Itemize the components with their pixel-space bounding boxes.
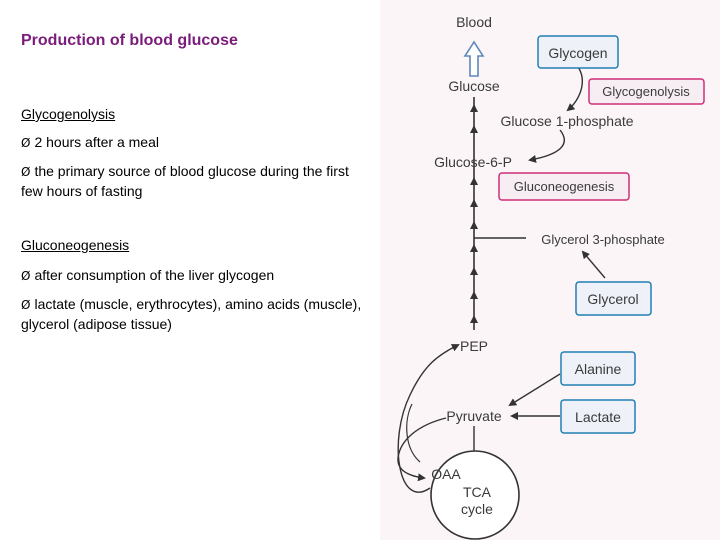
- up-arrowhead: [470, 244, 478, 252]
- cycle-label: cycle: [461, 501, 493, 517]
- glycogen-box: [537, 35, 619, 69]
- tca-label: TCA: [463, 484, 492, 500]
- glycogenolysis-label: Glycogenolysis: [602, 84, 690, 99]
- oaa-label: OAA: [431, 466, 461, 482]
- up-arrowhead: [470, 104, 478, 112]
- glycogenolysis-box: [588, 78, 705, 105]
- glycerol-label: Glycerol: [587, 291, 638, 307]
- heading-gluconeogenesis: Gluconeogenesis: [21, 237, 130, 253]
- bullet-arrow-icon: Ø: [21, 269, 31, 283]
- pep-label: PEP: [460, 338, 488, 354]
- oaa-to-pep-arrow: [397, 344, 460, 493]
- up-arrowhead: [470, 177, 478, 185]
- slide-title: Production of blood glucose: [21, 32, 238, 49]
- gluconeogenesis-label: Gluconeogenesis: [514, 179, 615, 194]
- gluconeogenesis-box: [498, 172, 630, 201]
- glucose-6-p-label: Glucose-6-P: [434, 154, 512, 170]
- glycerol-box: [575, 281, 652, 316]
- alanine-arrow: [508, 373, 561, 407]
- lactate-box: [560, 399, 636, 434]
- up-arrowhead: [470, 221, 478, 229]
- pyruvate-label: Pyruvate: [446, 408, 501, 424]
- blood-export-arrow: [463, 40, 485, 77]
- mitochondrial-loop-line: [406, 403, 421, 463]
- g1p-to-g6p-arrow: [528, 129, 565, 163]
- glycerol-arrow: [581, 250, 606, 279]
- glycerol-3-phosphate-label: Glycerol 3-phosphate: [541, 232, 665, 247]
- bullet-arrow-icon: Ø: [21, 165, 31, 179]
- glucose-1-phosphate-label: Glucose 1-phosphate: [500, 113, 633, 129]
- up-arrowhead: [470, 125, 478, 133]
- slide-text-panel: Production of blood glucose Glycogenolys…: [21, 32, 362, 332]
- glycogen-label: Glycogen: [548, 45, 607, 61]
- up-arrowhead: [470, 267, 478, 275]
- alanine-label: Alanine: [575, 361, 622, 377]
- blood-label: Blood: [456, 14, 492, 30]
- bullet-arrow-icon: Ø: [21, 298, 31, 312]
- pathway-diagram: Glycogen Glycogenolysis Gluconeogenesis …: [380, 0, 720, 540]
- up-arrowhead: [470, 199, 478, 207]
- alanine-box: [560, 351, 636, 386]
- gluconeogenesis-pathway-figure: Glycogen Glycogenolysis Gluconeogenesis …: [380, 0, 720, 540]
- glucose-label: Glucose: [448, 78, 500, 94]
- up-arrowhead: [470, 291, 478, 299]
- pathway-arrowheads: [470, 104, 478, 323]
- lactate-label: Lactate: [575, 409, 621, 425]
- tca-cycle-circle: [430, 450, 520, 540]
- up-arrowhead: [470, 315, 478, 323]
- heading-glycogenolysis: Glycogenolysis: [21, 106, 116, 122]
- bullet-arrow-icon: Ø: [21, 136, 31, 150]
